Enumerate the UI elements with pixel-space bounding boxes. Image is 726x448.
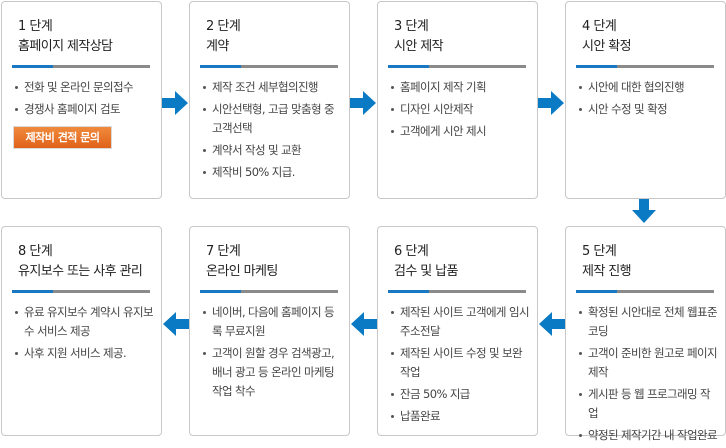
list-item: 전화 및 온라인 문의접수	[13, 78, 155, 97]
list-item: 고객에게 시안 제시	[389, 122, 531, 141]
step-number: 7 단계	[206, 244, 241, 259]
arrow-left-icon	[539, 312, 565, 340]
list-item: 게시판 등 웹 프로그래밍 작업	[577, 385, 719, 423]
step-title: 시안 제작	[394, 39, 444, 54]
list-item: 고객이 준비한 원고로 페이지 제작	[577, 344, 719, 382]
divider	[576, 65, 714, 68]
divider	[200, 65, 338, 68]
step-number: 4 단계	[582, 19, 617, 34]
list-item: 네이버, 다음에 홈페이지 등록 무료지원	[201, 303, 343, 341]
arrow-left-icon	[351, 312, 377, 340]
step-number: 1 단계	[18, 19, 53, 34]
step-number: 3 단계	[394, 19, 429, 34]
arrow-right-icon	[538, 91, 564, 119]
list-item: 제작비 50% 지급.	[201, 163, 343, 182]
step-title: 검수 및 납품	[394, 264, 458, 279]
list-item: 유료 유지보수 계약시 유지보수 서비스 제공	[13, 303, 155, 341]
divider	[200, 290, 338, 293]
divider	[12, 290, 150, 293]
list-item: 시안 수정 및 확정	[577, 100, 719, 119]
divider	[12, 65, 150, 68]
step-title: 시안 확정	[582, 39, 632, 54]
list-item: 확정된 시안대로 전체 웹표준 코딩	[577, 303, 719, 341]
list-item: 잔금 50% 지급	[389, 385, 531, 404]
step-title: 계약	[206, 39, 229, 54]
step-title: 온라인 마케팅	[206, 264, 278, 279]
step-title: 홈페이지 제작상담	[18, 39, 113, 54]
divider	[576, 290, 714, 293]
list-item: 경쟁사 홈페이지 검토	[13, 100, 155, 119]
step-number: 2 단계	[206, 19, 241, 34]
arrow-right-icon	[162, 91, 188, 119]
list-item: 납품완료	[389, 407, 531, 426]
step-number: 8 단계	[18, 244, 53, 259]
divider	[388, 65, 526, 68]
arrow-left-icon	[163, 312, 189, 340]
arrow-right-icon	[350, 91, 376, 119]
list-item: 시안선택형, 고급 맞춤형 중 고객선택	[201, 100, 343, 138]
step-title: 제작 진행	[582, 264, 632, 279]
list-item: 약정된 제작기간 내 작업완료	[577, 426, 719, 445]
list-item: 시안에 대한 협의진행	[577, 78, 719, 97]
list-item: 고객이 원할 경우 검색광고, 배너 광고 등 온라인 마케팅 작업 착수	[201, 344, 343, 401]
list-item: 제작된 사이트 수정 및 보완 작업	[389, 344, 531, 382]
step-number: 5 단계	[582, 244, 617, 259]
list-item: 제작 조건 세부협의진행	[201, 78, 343, 97]
divider	[388, 290, 526, 293]
arrow-down-icon	[632, 199, 656, 227]
list-item: 사후 지원 서비스 제공.	[13, 344, 155, 363]
list-item: 디자인 시안제작	[389, 100, 531, 119]
list-item: 계약서 작성 및 교환	[201, 141, 343, 160]
step-title: 유지보수 또는 사후 관리	[18, 264, 143, 279]
list-item: 홈페이지 제작 기획	[389, 78, 531, 97]
step-number: 6 단계	[394, 244, 429, 259]
list-item: 제작된 사이트 고객에게 임시 주소전달	[389, 303, 531, 341]
estimate-inquiry-button[interactable]: 제작비 견적 문의	[13, 126, 112, 149]
step-8-card: 8 단계 유지보수 또는 사후 관리 유료 유지보수 계약시 유지보수 서비스 …	[1, 226, 162, 436]
